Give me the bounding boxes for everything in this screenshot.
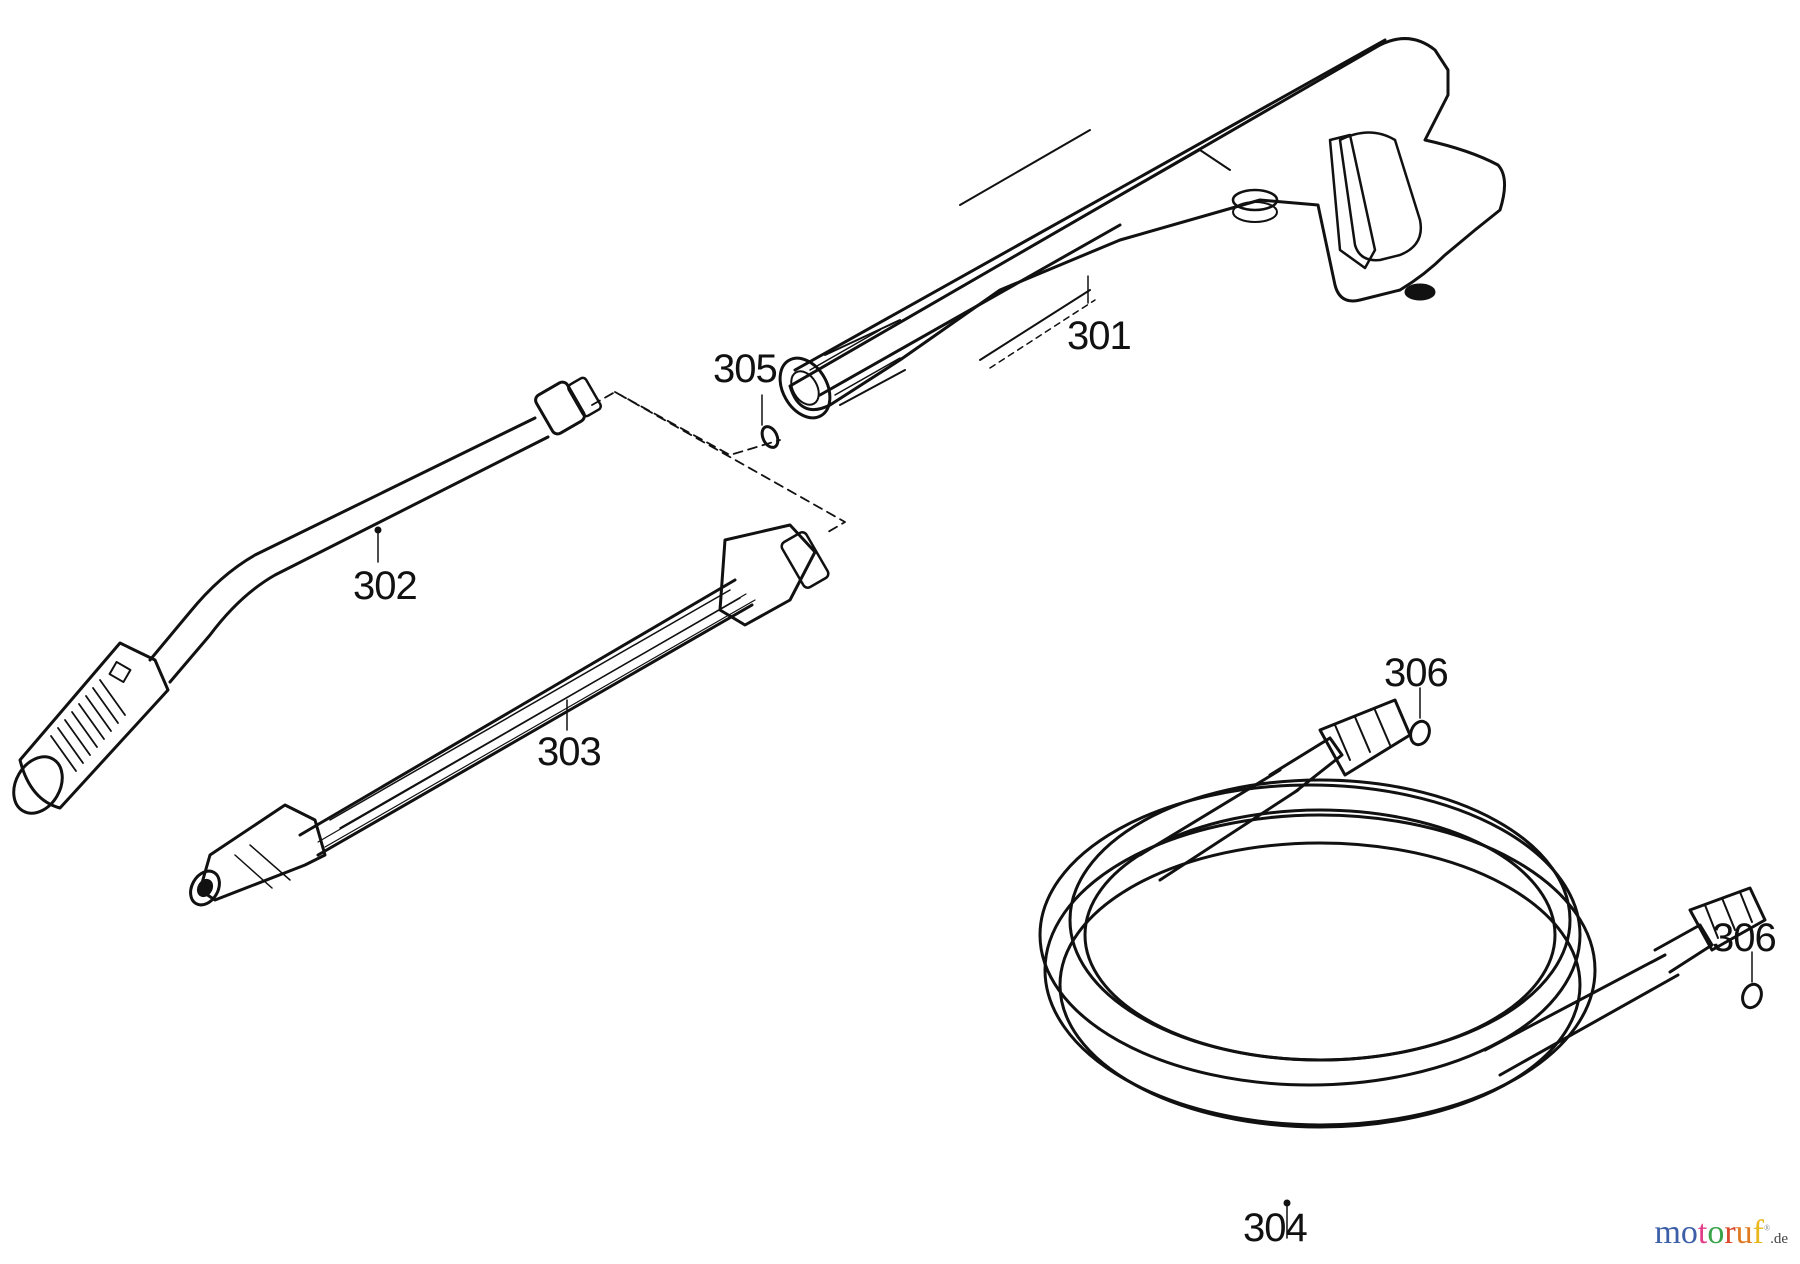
o-ring-305[interactable] xyxy=(759,394,781,450)
logo-letter: r xyxy=(1724,1214,1736,1251)
callout-301: 301 xyxy=(1067,314,1132,358)
callout-305: 305 xyxy=(713,347,778,391)
registered-mark: ® xyxy=(1764,1223,1771,1233)
logo-letter: o xyxy=(1707,1214,1725,1251)
logo-letter: u xyxy=(1735,1214,1753,1251)
callout-303: 303 xyxy=(537,730,602,774)
lance-303[interactable] xyxy=(185,523,830,910)
motoruf-logo: motoruf®.de xyxy=(1654,1216,1788,1250)
callout-304: 304 xyxy=(1243,1206,1308,1250)
callout-306-top: 306 xyxy=(1384,651,1449,695)
logo-letter: f xyxy=(1752,1214,1764,1251)
spray-gun-301[interactable] xyxy=(770,37,1506,427)
logo-letter: t xyxy=(1697,1214,1708,1251)
assembly-dashed-line xyxy=(591,391,846,533)
callout-302: 302 xyxy=(353,564,418,608)
lance-302[interactable] xyxy=(4,376,602,822)
logo-letter: m xyxy=(1654,1214,1681,1251)
callout-306-bottom: 306 xyxy=(1712,916,1777,960)
hose-304[interactable] xyxy=(1038,698,1767,1239)
logo-letter: o xyxy=(1680,1214,1698,1251)
o-ring-306-top[interactable] xyxy=(1407,687,1432,747)
logo-tld: .de xyxy=(1770,1231,1788,1247)
o-ring-306-bottom[interactable] xyxy=(1739,951,1764,1010)
